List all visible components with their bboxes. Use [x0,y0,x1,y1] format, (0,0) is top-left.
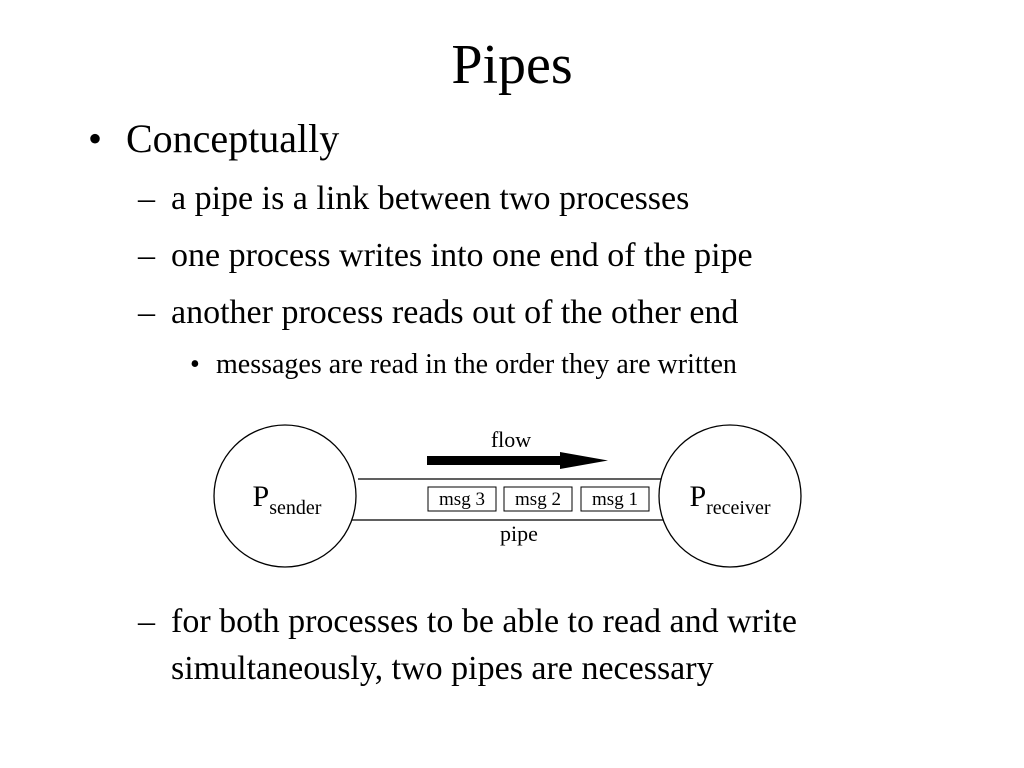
sender-label-subscript: sender [269,497,322,519]
slide-title: Pipes [451,34,573,96]
bullet-marker: • [190,349,200,380]
sub-item-text: one process writes into one end of the p… [171,237,753,274]
sub-item: –another process reads out of the other … [138,290,738,336]
sub-item: –one process writes into one end of the … [138,233,753,279]
final-item-line: simultaneously, two pipes are necessary [171,650,714,687]
final-sub-item: – for both processes to be able to read … [138,598,797,692]
receiver-process-circle [658,424,802,568]
message-label: msg 1 [592,489,638,510]
bullet-conceptually: • Conceptually [88,116,339,162]
sender-label-main: P [253,480,270,513]
dash-marker: – [138,180,155,217]
sub-sub-item: • messages are read in the order they are… [190,345,737,385]
pipe-label: pipe [500,521,538,546]
message-label: msg 2 [515,489,561,510]
receiver-label-subscript: receiver [706,497,771,519]
message-box: msg 2 [503,486,573,512]
sub-item-text: a pipe is a link between two processes [171,180,690,217]
bullet-marker: • [88,116,103,161]
sender-process-circle [213,424,357,568]
flow-arrow-icon [427,452,608,469]
dash-marker: – [138,237,155,274]
sub-item-text: another process reads out of the other e… [171,294,739,331]
dash-marker: – [138,603,155,640]
flow-label: flow [491,427,531,452]
bullet-text: Conceptually [126,116,340,161]
receiver-label: Preceiver [689,480,770,519]
sender-label: Psender [253,480,322,519]
sub-item: –a pipe is a link between two processes [138,176,689,222]
message-box: msg 3 [427,486,497,512]
final-item-line: for both processes to be able to read an… [171,603,797,640]
receiver-label-main: P [689,480,706,513]
message-label: msg 3 [439,489,485,510]
message-box: msg 1 [580,486,650,512]
dash-marker: – [138,294,155,331]
sub-sub-item-text: messages are read in the order they are … [216,349,737,380]
